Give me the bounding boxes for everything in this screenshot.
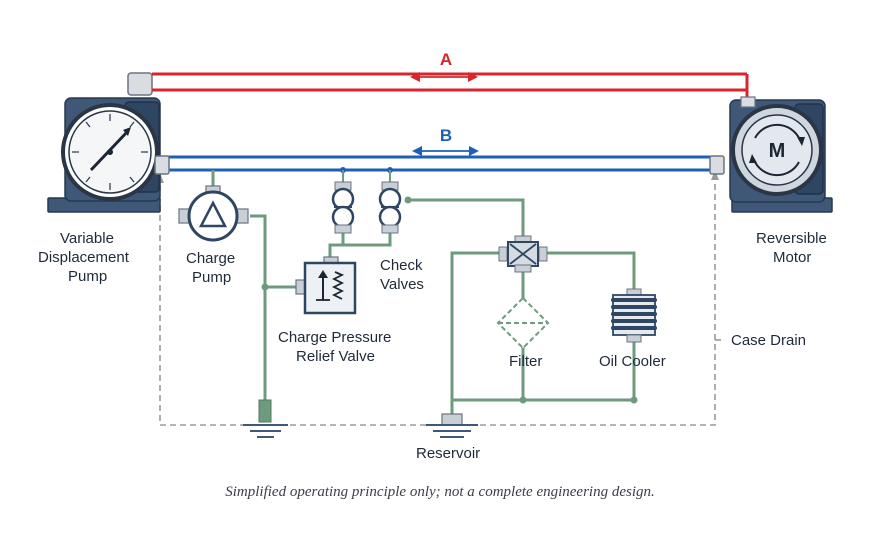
line-b — [168, 146, 712, 173]
pump-label-line-2: Displacement — [38, 249, 130, 266]
check-valves-label-line-2: Valves — [380, 276, 424, 293]
motor-symbol: M — [769, 140, 786, 162]
line-b-label: B — [440, 126, 452, 145]
line-a-label: A — [440, 50, 452, 69]
motor-label-line-1: Reversible — [756, 230, 827, 247]
reservoir-symbol — [426, 413, 478, 438]
check-valve-right — [378, 181, 402, 234]
charge-pump-label-line-2: Pump — [192, 269, 231, 286]
relief-valve-label-line-2: Relief Valve — [296, 348, 375, 365]
variable-displacement-pump — [47, 97, 170, 213]
diagram-caption: Simplified operating principle only; not… — [225, 484, 655, 500]
charge-pump-label-line-1: Charge — [186, 250, 235, 267]
reservoir-label: Reservoir — [416, 445, 480, 462]
reversible-motor — [709, 96, 833, 213]
line-a — [127, 72, 749, 98]
check-valves-label-line-1: Check — [380, 257, 423, 274]
check-valve-left — [331, 181, 355, 234]
pump-label-line-3: Pump — [68, 268, 107, 285]
charge-circuit-lines — [211, 170, 638, 420]
oil-cooler-label: Oil Cooler — [599, 353, 666, 370]
filter-label: Filter — [509, 353, 542, 370]
case-drain-label: Case Drain — [731, 332, 806, 349]
charge-pressure-relief-valve — [295, 256, 357, 315]
pump-label-line-1: Variable — [60, 230, 114, 247]
motor-label-line-2: Motor — [773, 249, 811, 266]
relief-valve-label-line-1: Charge Pressure — [278, 329, 391, 346]
bypass-valve — [498, 235, 548, 273]
oil-cooler — [611, 288, 657, 343]
charge-pump — [178, 185, 249, 242]
filter — [496, 296, 550, 350]
charge-tank-symbol — [243, 399, 288, 438]
